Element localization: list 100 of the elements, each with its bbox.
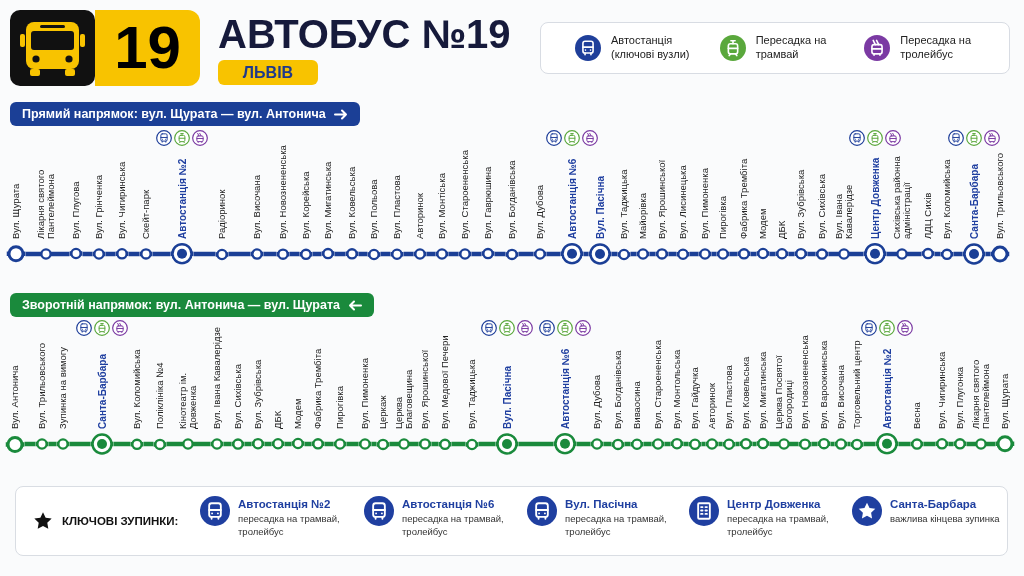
stop-name: Вул. Сихівська bbox=[816, 174, 828, 239]
stop-name: Вул. Дубова bbox=[591, 374, 603, 429]
stop-name: Торговельний центр bbox=[851, 340, 863, 429]
stop-name: Вул. Мигатинська bbox=[322, 161, 334, 239]
stop-name: Вул. Пластова bbox=[391, 175, 403, 239]
stop-name: Церкаж bbox=[377, 395, 389, 429]
route-line bbox=[193, 251, 216, 257]
stop-name: Вул. Гайдучка bbox=[689, 367, 701, 429]
stop-name: Вул. Монтольська bbox=[671, 349, 683, 429]
stop-name: Весна bbox=[911, 402, 923, 429]
direction-banner bbox=[10, 293, 374, 317]
legend-text: Автостанція (ключові вузли) bbox=[611, 34, 691, 62]
key-stop-note: пересадка на трамвай, тролейбус bbox=[402, 513, 505, 539]
stop-name: Фабрика Трембіта bbox=[738, 158, 750, 239]
stop-name: Модем bbox=[292, 398, 304, 429]
stop-name: Пирогівка bbox=[717, 196, 729, 239]
stop-name: Вул. Пимоненка bbox=[359, 358, 371, 429]
stop-name: Вул. Польова bbox=[368, 179, 380, 239]
stop-name: Вул. Медової Печери bbox=[439, 335, 451, 429]
stop-name: Вул. Вароокнинська bbox=[818, 340, 830, 429]
stop-name: Вул. Пимоненка bbox=[699, 168, 711, 239]
stop-name: Вул. Лисинецька bbox=[677, 165, 689, 239]
stop-name: Вул. Зубрівська bbox=[252, 359, 264, 429]
stop-name: Вул. Антонича bbox=[9, 365, 21, 429]
route-line bbox=[228, 251, 251, 257]
stop-name: Вул. Новознененська bbox=[799, 335, 811, 429]
stop-name: Поліклініка №4 bbox=[154, 362, 166, 429]
stop-name: Фабрика Трембіта bbox=[312, 348, 324, 429]
stop-name: Вул. Мигатинська bbox=[757, 351, 769, 429]
route-line bbox=[855, 251, 864, 257]
stop-name: Вул. Чигиринська bbox=[116, 161, 128, 239]
stop-name: Вул. Височана bbox=[251, 175, 263, 239]
key-stop-name: Автостанція №2 bbox=[238, 497, 332, 512]
city-tag bbox=[218, 60, 318, 85]
direction-banner bbox=[10, 102, 360, 126]
stop-name: Вул. Староененська bbox=[652, 340, 664, 429]
stop-name: Авторинок bbox=[414, 193, 426, 239]
stop-name: Вул. Ярошинської bbox=[419, 349, 431, 429]
stop-name: Виваосина bbox=[631, 381, 643, 429]
stop-name: Вул. Таджицька bbox=[466, 359, 478, 429]
key-stop-name: Автостанція №6 bbox=[402, 497, 496, 512]
stop-name: Автостанція №2 bbox=[176, 158, 188, 239]
stop-name: Вул. Плугонка bbox=[954, 366, 966, 429]
stop-name: Радіоринок bbox=[216, 189, 228, 239]
city-name: ЛЬВІВ bbox=[242, 64, 294, 81]
stop-name: Лікарня святого Пантелеймона bbox=[35, 168, 57, 239]
stop-name: ДБК bbox=[272, 410, 284, 429]
stop-name: Сихівська районна адміністрації bbox=[891, 155, 913, 239]
key-stop-name: Вул. Пасічна bbox=[565, 497, 639, 512]
stop-name: Вул. Трильовського bbox=[994, 153, 1006, 239]
stop-name: Вул. Чигиринська bbox=[936, 351, 948, 429]
route-number-plate bbox=[95, 10, 200, 86]
stop-name: Вул. Корейська bbox=[300, 171, 312, 239]
stop-name: Вул. Трильовського bbox=[36, 343, 48, 429]
stop-name: Санта-Барбара bbox=[96, 354, 108, 429]
stop-name: Вул. Зубрівська bbox=[795, 169, 807, 239]
stop-name: Церква Благовещина bbox=[393, 368, 415, 429]
banner-text: Зворотній напрямок: вул. Антонича — вул. Щурата bbox=[22, 296, 340, 314]
stop-name: Вул. Сихівська bbox=[232, 364, 244, 429]
stop-name: Майорівка bbox=[637, 193, 649, 239]
stop-name: Скейт-парк bbox=[140, 189, 152, 239]
stop-name: Вул. Щурата bbox=[999, 373, 1011, 429]
stop-name: Вул. Пасічна bbox=[501, 365, 513, 429]
stop-name: Вул. Івана Кавалерідзе bbox=[211, 327, 223, 429]
key-stop-note: пересадка на трамвай, тролейбус bbox=[238, 513, 341, 539]
stop-name: ЛДЦ Сихів bbox=[922, 192, 934, 239]
key-stop-name: Санта-Барбара bbox=[890, 497, 978, 512]
stop-name: Вул. Коломийська bbox=[131, 349, 143, 429]
route-line bbox=[199, 441, 211, 447]
stop-name: Модем bbox=[757, 208, 769, 239]
stop-name: Лікарня святого Пантелеймона bbox=[970, 358, 992, 429]
stop-name: Вул. Щурата bbox=[10, 183, 22, 239]
stop-name: Вул. Монтіська bbox=[436, 173, 448, 239]
stop-name: Кінотеатр ім. Довженка bbox=[177, 371, 199, 429]
stop-name: Автостанція №6 bbox=[559, 348, 571, 429]
stop-name: Вул. Плугова bbox=[70, 181, 82, 239]
stop-name: Вул. Таджицька bbox=[618, 169, 630, 239]
stop-name: Зупинка на вимогу bbox=[57, 346, 69, 429]
stop-name: Авторинок bbox=[706, 383, 718, 429]
stop-name: Вул. Гаврюшина bbox=[482, 166, 494, 239]
key-stop-note: важлива кінцева зупинка bbox=[890, 513, 1000, 526]
stop-name: Пирогівка bbox=[334, 386, 346, 429]
stop-name: Автостанція №2 bbox=[881, 348, 893, 429]
legend-text: Пересадка на тролейбус bbox=[900, 34, 973, 62]
stop-name: Вул. Дубова bbox=[534, 184, 546, 239]
route-line bbox=[518, 441, 554, 447]
title: АВТОБУС №19 bbox=[218, 14, 511, 54]
stop-name: Вул. Височана bbox=[835, 365, 847, 429]
stop-name: Вул. Ковельська bbox=[740, 356, 752, 429]
key-stop-note: пересадка на трамвай, тролейбус bbox=[727, 513, 830, 539]
key-stop-name: Центр Довженка bbox=[727, 497, 822, 512]
stop-name: Автостанція №6 bbox=[566, 158, 578, 239]
stop-name: ДБК bbox=[776, 220, 788, 239]
stop-name: Вул. Ярошинської bbox=[656, 159, 668, 239]
stop-name: Вул. Ковельська bbox=[346, 166, 358, 239]
route-line bbox=[992, 441, 996, 447]
key-stops-panel bbox=[15, 486, 1008, 556]
stop-name: Вул. Коломийська bbox=[941, 159, 953, 239]
stop-name: Вул. Богданівська bbox=[506, 160, 518, 239]
stop-name: Вул. Івана Кавалерідзе bbox=[833, 183, 855, 239]
